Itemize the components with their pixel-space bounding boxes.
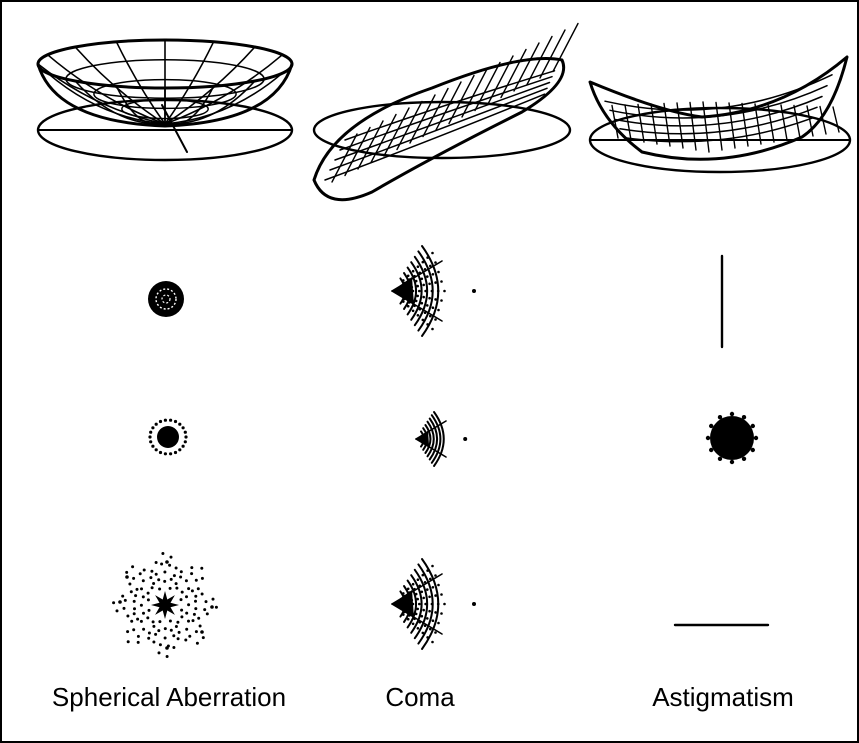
spot-spherical-3 [112,552,218,658]
spot-coma-2 [416,412,467,466]
spot-coma-1 [392,246,476,336]
label-astigmatism: Astigmatism [652,682,794,713]
spot-coma-3 [392,559,476,649]
label-spherical-aberration: Spherical Aberration [52,682,286,713]
wavefront-spherical [38,40,292,160]
spot-astigmatism-2 [706,412,758,464]
spot-spherical-1 [148,281,184,317]
label-coma: Coma [385,682,454,713]
wavefront-coma [314,24,578,200]
wavefront-astigmatism [590,57,850,172]
spot-spherical-2 [148,419,187,456]
